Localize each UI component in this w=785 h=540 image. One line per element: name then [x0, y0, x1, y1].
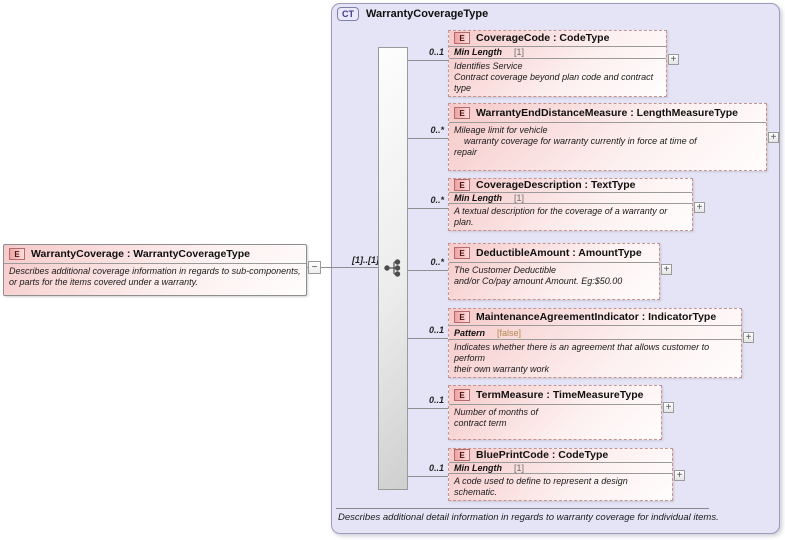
element-header: E MaintenanceAgreementIndicator : Indica… [449, 309, 741, 327]
element-title: WarrantyEndDistanceMeasure : LengthMeasu… [476, 107, 738, 119]
element-badge: E [454, 247, 470, 259]
connector-line [408, 408, 448, 409]
cardinality-label: 0..1 [428, 325, 444, 335]
cardinality-label: 0..* [430, 195, 444, 205]
element-description: A textual description for the coverage o… [454, 206, 670, 227]
expand-button[interactable]: + [743, 332, 754, 343]
element-badge: E [454, 389, 470, 401]
complex-type-title: WarrantyCoverageType [366, 8, 489, 20]
element-description: Indicates whether there is an agreement … [454, 342, 710, 374]
facet-name: Min Length [454, 47, 502, 58]
cardinality-label: 0..1 [428, 463, 444, 473]
facet-name: Min Length [454, 192, 502, 203]
element-description: Identifies Service Contract coverage bey… [454, 61, 654, 93]
root-element-description: Describes additional coverage informatio… [9, 266, 301, 287]
connector-line [408, 338, 448, 339]
expand-button[interactable]: + [694, 202, 705, 213]
facet-value: [1] [514, 192, 525, 203]
element-description: Number of months of contract term [454, 407, 539, 428]
element-description: A code used to define to represent a des… [454, 476, 631, 497]
cardinality-label: 0..1 [428, 395, 444, 405]
element-box[interactable]: E CoverageDescription : TextType Min Len… [448, 178, 693, 231]
facet-row: Min Length [1] [449, 47, 666, 59]
element-title: DeductibleAmount : AmountType [476, 247, 642, 259]
element-title: BluePrintCode : CodeType [476, 449, 609, 462]
facet-value: [false] [497, 327, 522, 338]
complex-type-header: CT WarrantyCoverageType [337, 7, 488, 21]
expand-button[interactable]: + [661, 264, 672, 275]
element-badge: E [454, 107, 470, 119]
expand-button[interactable]: + [768, 132, 779, 143]
facet-row: Min Length [1] [449, 193, 692, 204]
facet-row: Min Length [1] [449, 463, 672, 474]
element-badge: E [454, 449, 470, 462]
element-header: E CoverageDescription : TextType [449, 179, 692, 193]
element-badge: E [454, 179, 470, 192]
element-box[interactable]: E BluePrintCode : CodeType Min Length [1… [448, 448, 673, 501]
connector-line [408, 270, 448, 271]
element-header: E DeductibleAmount : AmountType [449, 244, 659, 263]
element-header: E WarrantyEndDistanceMeasure : LengthMea… [449, 104, 766, 123]
connector-line [408, 208, 448, 209]
compositor-cardinality-label: [1]..[1] [352, 255, 379, 265]
connector-line [408, 138, 448, 139]
element-title: CoverageCode : CodeType [476, 32, 610, 45]
collapse-button[interactable]: − [308, 261, 321, 274]
expand-button[interactable]: + [668, 54, 679, 65]
footer-separator [336, 508, 709, 509]
element-badge: E [454, 311, 470, 324]
element-header: E CoverageCode : CodeType [449, 31, 666, 47]
root-element-title: WarrantyCoverage : WarrantyCoverageType [31, 248, 251, 260]
expand-button[interactable]: + [674, 470, 685, 481]
complex-type-footer: Describes additional detail information … [338, 512, 719, 523]
element-title: MaintenanceAgreementIndicator : Indicato… [476, 311, 717, 324]
element-header: E BluePrintCode : CodeType [449, 449, 672, 463]
element-box[interactable]: E TermMeasure : TimeMeasureType Number o… [448, 385, 662, 440]
element-title: TermMeasure : TimeMeasureType [476, 389, 644, 401]
connector-line [408, 476, 448, 477]
facet-name: Min Length [454, 462, 502, 473]
connector-line [408, 60, 448, 61]
element-box[interactable]: E MaintenanceAgreementIndicator : Indica… [448, 308, 742, 378]
element-badge: E [454, 32, 470, 45]
element-badge: E [9, 248, 25, 260]
facet-value: [1] [514, 47, 525, 58]
facet-value: [1] [514, 462, 525, 473]
complex-type-badge: CT [337, 7, 359, 21]
root-element-box[interactable]: E WarrantyCoverage : WarrantyCoverageTyp… [3, 244, 307, 296]
element-description: The Customer Deductible and/or Co/pay am… [454, 265, 623, 286]
element-title: CoverageDescription : TextType [476, 179, 636, 192]
element-box[interactable]: E CoverageCode : CodeType Min Length [1]… [448, 30, 667, 97]
cardinality-label: 0..1 [428, 47, 444, 57]
facet-row: Pattern [false] [449, 326, 741, 340]
element-header: E TermMeasure : TimeMeasureType [449, 386, 661, 405]
facet-name: Pattern [454, 327, 486, 338]
cardinality-label: 0..* [430, 125, 444, 135]
expand-button[interactable]: + [663, 402, 674, 413]
element-description: Mileage limit for vehicle warranty cover… [454, 125, 697, 157]
element-box[interactable]: E WarrantyEndDistanceMeasure : LengthMea… [448, 103, 767, 171]
element-box[interactable]: E DeductibleAmount : AmountType The Cust… [448, 243, 660, 300]
connector-line [307, 267, 386, 268]
compositor-icon[interactable] [383, 258, 407, 278]
cardinality-label: 0..* [430, 257, 444, 267]
